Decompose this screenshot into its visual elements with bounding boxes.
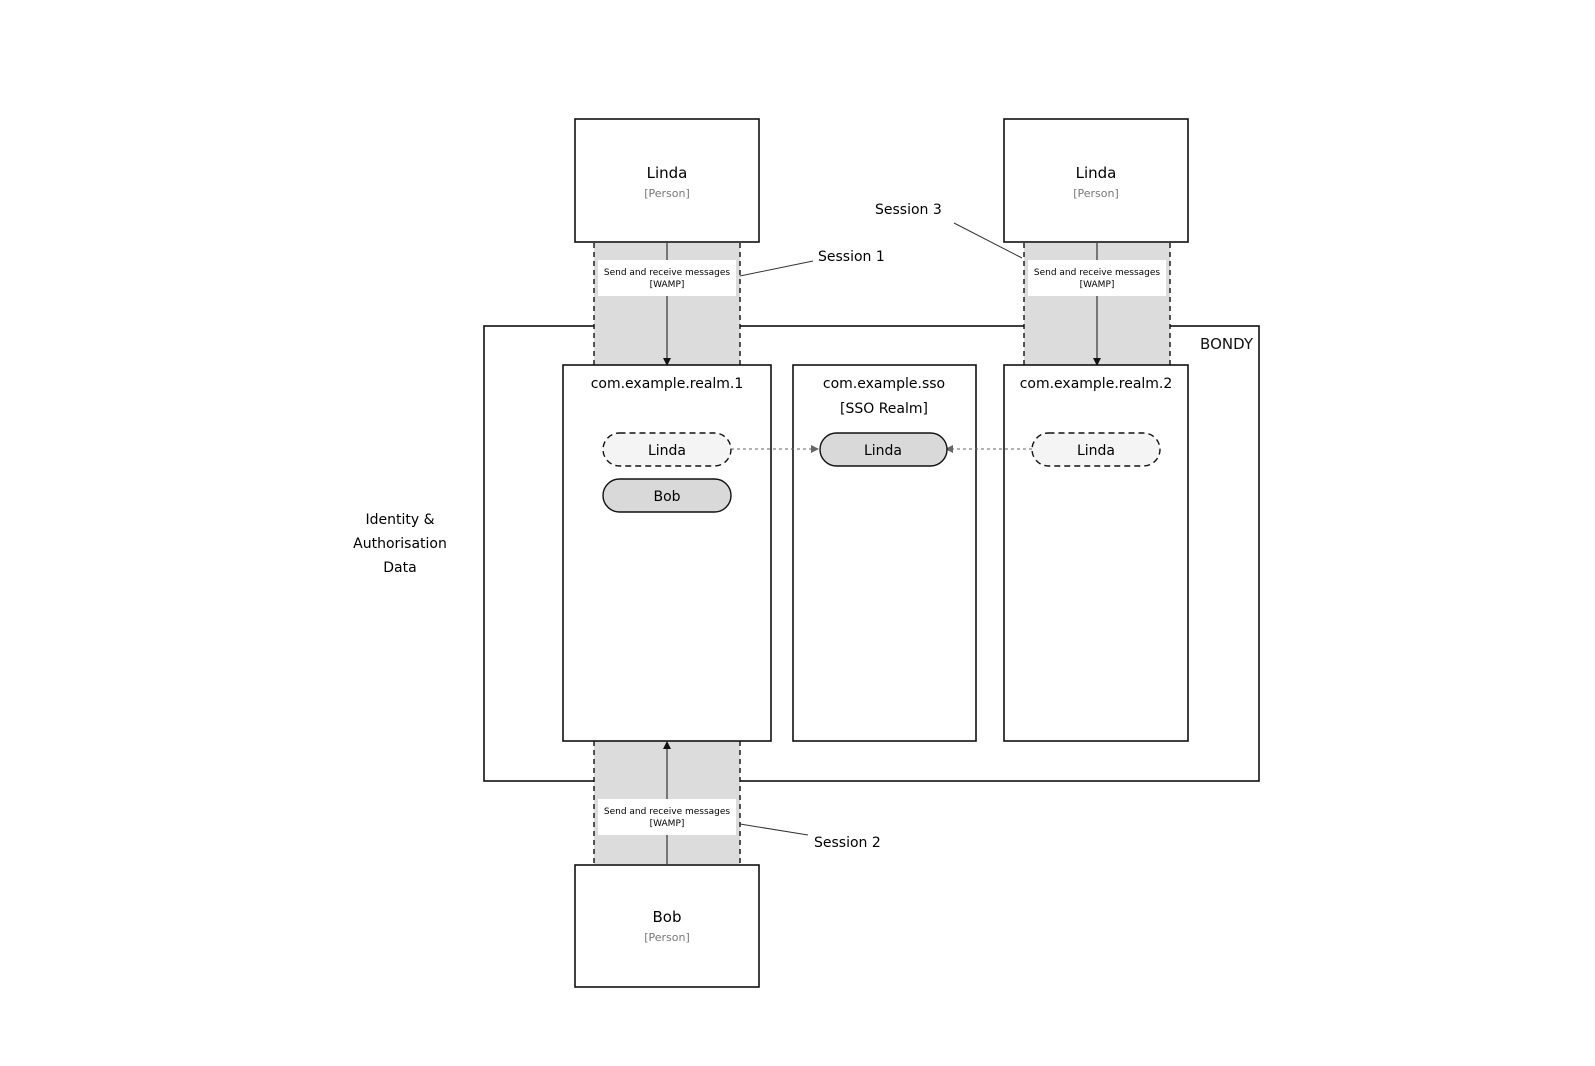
actor-name: Linda xyxy=(1076,164,1117,182)
channel-1-line2: [WAMP] xyxy=(650,280,685,290)
session-3-label: Session 3 xyxy=(875,202,942,218)
channel-session-1: Send and receive messages [WAMP] xyxy=(593,243,741,366)
user-pill-linda-realm2: Linda xyxy=(1031,432,1161,467)
realm-title: com.example.realm.2 xyxy=(1020,376,1173,392)
actor-type: [Person] xyxy=(1073,187,1119,200)
actor-bob-bottom: Bob [Person] xyxy=(574,864,760,988)
user-pill-label: Linda xyxy=(1077,443,1115,459)
session-2-callout: Session 2 xyxy=(739,823,881,851)
channel-2-line2: [WAMP] xyxy=(650,819,685,829)
realm-subtitle: [SSO Realm] xyxy=(840,401,928,417)
bondy-container: BONDY xyxy=(483,325,1260,782)
identity-line-1: Identity & xyxy=(365,512,434,528)
actor-name: Bob xyxy=(653,908,682,926)
channel-session-2: Send and receive messages [WAMP] xyxy=(593,741,741,864)
realm-title: com.example.realm.1 xyxy=(591,376,744,392)
identity-label: Identity & Authorisation Data xyxy=(353,512,447,576)
actor-linda-right: Linda [Person] xyxy=(1003,118,1189,243)
user-pill-bob-realm1: Bob xyxy=(602,478,732,513)
user-pill-linda-realm1: Linda xyxy=(602,432,732,467)
user-pill-label: Linda xyxy=(864,443,902,459)
user-pill-linda-sso: Linda xyxy=(819,432,948,467)
actor-type: [Person] xyxy=(644,931,690,944)
user-pill-label: Linda xyxy=(648,443,686,459)
realm-1: com.example.realm.1 xyxy=(562,364,772,742)
channel-3-line1: Send and receive messages xyxy=(1034,268,1161,278)
actor-type: [Person] xyxy=(644,187,690,200)
realm-title: com.example.sso xyxy=(823,376,945,392)
channel-1-line1: Send and receive messages xyxy=(604,268,731,278)
channel-3-line2: [WAMP] xyxy=(1080,280,1115,290)
actor-name: Linda xyxy=(647,164,688,182)
session-3-callout: Session 3 xyxy=(875,202,1023,259)
session-1-callout: Session 1 xyxy=(739,249,885,277)
actor-linda-left: Linda [Person] xyxy=(574,118,760,243)
session-1-label: Session 1 xyxy=(818,249,885,265)
realm-2: com.example.realm.2 xyxy=(1003,364,1189,742)
session-2-label: Session 2 xyxy=(814,835,881,851)
identity-line-3: Data xyxy=(383,560,416,576)
channel-2-line1: Send and receive messages xyxy=(604,807,731,817)
realm-sso: com.example.sso [SSO Realm] xyxy=(792,364,977,742)
bondy-label: BONDY xyxy=(1200,335,1254,353)
identity-line-2: Authorisation xyxy=(353,536,447,552)
user-pill-label: Bob xyxy=(653,489,680,505)
channel-session-3: Send and receive messages [WAMP] xyxy=(1023,243,1171,366)
